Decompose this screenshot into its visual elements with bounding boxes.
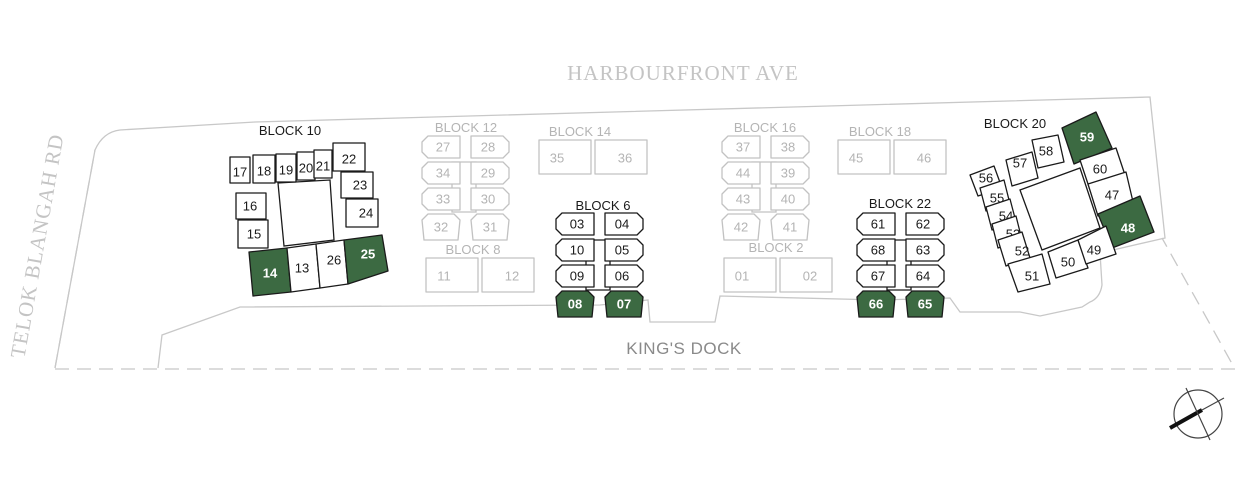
- unit-28: [470, 135, 510, 159]
- unit-67[interactable]: [856, 264, 896, 288]
- unit-44: [721, 161, 761, 185]
- unit-61[interactable]: [856, 212, 896, 236]
- unit-66[interactable]: [856, 290, 896, 318]
- block-label: BLOCK 14: [549, 124, 611, 139]
- unit-27: [421, 135, 461, 159]
- unit-42: [721, 213, 761, 241]
- unit-01: [723, 257, 777, 293]
- unit-20[interactable]: [296, 151, 316, 181]
- unit-30: [470, 187, 510, 211]
- road-label-south: KING'S DOCK: [626, 339, 742, 358]
- unit-13[interactable]: [286, 243, 321, 293]
- unit-46: [893, 139, 947, 175]
- unit-11: [425, 257, 479, 293]
- unit-29: [470, 161, 510, 185]
- unit-06[interactable]: [604, 264, 644, 288]
- unit-68[interactable]: [856, 238, 896, 262]
- unit-38: [770, 135, 810, 159]
- unit-05[interactable]: [604, 238, 644, 262]
- unit-40: [770, 187, 810, 211]
- unit-65[interactable]: [905, 290, 945, 318]
- unit-12: [481, 257, 535, 293]
- unit-18[interactable]: [252, 154, 276, 184]
- unit-41: [770, 213, 810, 241]
- unit-36: [594, 139, 648, 175]
- block-label: BLOCK 2: [749, 240, 804, 255]
- unit-64[interactable]: [905, 264, 945, 288]
- unit-34: [421, 161, 461, 185]
- block-label: BLOCK 22: [869, 196, 931, 211]
- unit-15[interactable]: [237, 219, 269, 249]
- unit-23[interactable]: [340, 171, 374, 199]
- unit-24[interactable]: [345, 198, 379, 228]
- unit-32: [421, 213, 461, 241]
- unit-14[interactable]: [248, 247, 292, 297]
- unit-02: [779, 257, 833, 293]
- unit-03[interactable]: [555, 212, 595, 236]
- block-label: BLOCK 16: [734, 120, 796, 135]
- unit-50[interactable]: [1047, 239, 1089, 279]
- block-core: [277, 179, 335, 247]
- unit-63[interactable]: [905, 238, 945, 262]
- block-label: BLOCK 12: [435, 120, 497, 135]
- block-label: BLOCK 18: [849, 124, 911, 139]
- block-label: BLOCK 20: [984, 116, 1046, 131]
- unit-07[interactable]: [604, 290, 644, 318]
- unit-25[interactable]: [343, 234, 389, 285]
- block-core: [1019, 167, 1101, 251]
- unit-04[interactable]: [604, 212, 644, 236]
- unit-43: [721, 187, 761, 211]
- unit-08[interactable]: [555, 290, 595, 318]
- unit-17[interactable]: [229, 156, 251, 184]
- unit-33: [421, 187, 461, 211]
- unit-10[interactable]: [555, 238, 595, 262]
- unit-26[interactable]: [315, 239, 349, 289]
- north-arrow-icon: [1169, 387, 1225, 441]
- unit-19[interactable]: [275, 153, 297, 183]
- road-label-west: TELOK BLANGAH RD: [6, 132, 69, 360]
- unit-51[interactable]: [1007, 253, 1051, 293]
- block-label: BLOCK 6: [576, 198, 631, 213]
- unit-31: [470, 213, 510, 241]
- unit-39: [770, 161, 810, 185]
- unit-49[interactable]: [1077, 225, 1117, 265]
- unit-57[interactable]: [1005, 151, 1039, 187]
- unit-58[interactable]: [1031, 134, 1065, 169]
- unit-16[interactable]: [235, 192, 267, 220]
- unit-35: [538, 139, 592, 175]
- unit-37: [721, 135, 761, 159]
- road-label-north: HARBOURFRONT AVE: [567, 61, 799, 85]
- unit-59[interactable]: [1061, 111, 1113, 165]
- unit-09[interactable]: [555, 264, 595, 288]
- unit-22[interactable]: [332, 142, 366, 172]
- unit-45: [837, 139, 891, 175]
- block-label: BLOCK 8: [446, 242, 501, 257]
- unit-21[interactable]: [313, 149, 333, 179]
- site-boundary: [54, 96, 1237, 370]
- block-label: BLOCK 10: [259, 123, 321, 138]
- unit-62[interactable]: [905, 212, 945, 236]
